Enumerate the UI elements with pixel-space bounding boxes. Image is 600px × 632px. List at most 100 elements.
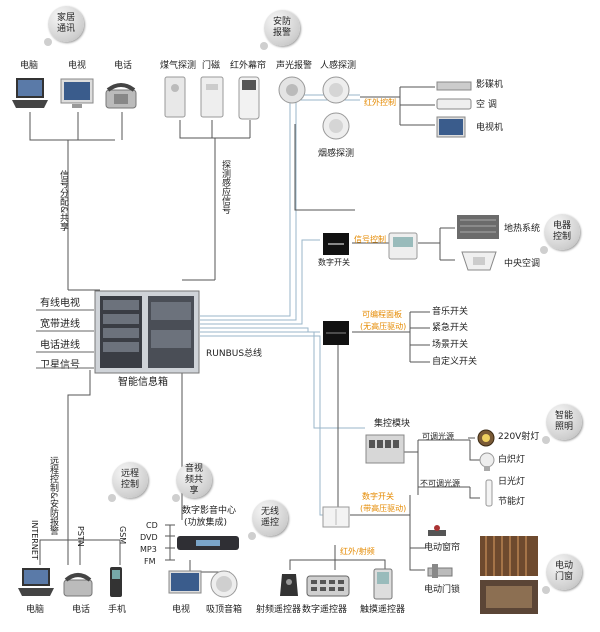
center-line-3: 卫星信号 [40, 360, 80, 371]
security-bubble: 安防报警 [260, 10, 300, 50]
spotlight-icon [477, 429, 495, 447]
curtain-motor-icon [428, 525, 446, 536]
signal-share-label: 信号分配&共享 [58, 170, 68, 232]
digital-remote-icon [306, 575, 350, 597]
info-box-label: 智能信息箱 [118, 377, 168, 388]
panel-item-2: 场景开关 [432, 340, 469, 350]
lines-bracket [36, 309, 94, 369]
panel-item-0: 音乐开关 [432, 307, 469, 317]
computer-label: 电脑 [20, 61, 39, 71]
door-item-0: 电动窗帘 [424, 543, 461, 553]
light-item-2: 日光灯 [498, 477, 526, 487]
central-module-icon [365, 434, 405, 464]
av-tv-icon [168, 570, 202, 594]
bus-label: RUNBUS总线 [206, 349, 263, 359]
mobile-phone-icon [110, 567, 122, 597]
remote-laptop-icon [18, 568, 54, 596]
signal-item-0: 地热系统 [504, 224, 541, 234]
panel-item-1: 紧急开关 [432, 323, 469, 333]
remote-device-2: 手机 [108, 605, 127, 615]
security-title: 安防报警 [272, 17, 291, 38]
remote-line-0: INTERNET [30, 520, 39, 560]
incandescent-icon [479, 452, 495, 471]
home-comm-bubble: 家居通讯 [44, 6, 84, 46]
pir-detector-icon [322, 76, 350, 104]
gas-detector-icon [164, 76, 186, 118]
av-share-bubble: 音视频共享 [172, 462, 212, 502]
digital-switch-icon [323, 233, 349, 255]
lighting-switch-sub: (带高压驱动) [360, 504, 407, 513]
wireless-bubble: 无线遥控 [248, 500, 288, 540]
wireless-hub-icon [322, 506, 350, 528]
sound-light-label: 声光报警 [276, 61, 313, 71]
central-ac-icon [461, 251, 497, 271]
av-source-2: MP3 [140, 545, 157, 554]
remote-title: 远程控制 [120, 469, 139, 490]
ir-item-2: 电视机 [476, 123, 504, 133]
door-window-bubble: 电动门窗 [542, 554, 582, 594]
ac-unit-icon [436, 98, 472, 110]
center-line-1: 宽带进线 [40, 319, 80, 330]
door-item-1: 电动门锁 [424, 585, 461, 595]
light-item-0: 220V射灯 [498, 432, 540, 442]
wireless-device-0: 射频遥控器 [256, 605, 302, 615]
detect-signal-label: 探测感应信号 [220, 160, 230, 214]
signal-switch-label: 数字开关 [318, 258, 350, 267]
lighting-title: 智能照明 [554, 411, 573, 432]
curtain-photo-icon [480, 536, 538, 576]
touch-remote-icon [373, 568, 393, 600]
av-amplifier-icon [177, 536, 239, 550]
gas-label: 煤气探测 [160, 61, 197, 71]
wireless-device-1: 数字遥控器 [302, 605, 348, 615]
door-window-title: 电动门窗 [554, 561, 573, 582]
door-sensor-label: 门磁 [202, 61, 221, 71]
door-sensor-icon [200, 76, 224, 118]
dim-source-label: 可调光源 [422, 432, 454, 441]
tv-icon [60, 78, 94, 108]
center-line-2: 电话进线 [40, 340, 80, 351]
thermostat-icon [388, 232, 418, 260]
tv-set-icon [436, 116, 466, 138]
signal-item-1: 中央空调 [504, 259, 541, 269]
ir-control-label: 红外控制 [364, 98, 396, 107]
ir-item-1: 空 调 [476, 100, 497, 110]
light-item-1: 白炽灯 [498, 455, 526, 465]
nodim-source-label: 不可调光源 [420, 479, 460, 488]
info-box-icon [94, 290, 200, 374]
av-center-sub: (功放集成) [184, 518, 228, 528]
tv-label: 电视 [68, 61, 87, 71]
panel-item-3: 自定义开关 [432, 357, 478, 367]
door-lock-icon [427, 564, 453, 578]
ir-item-0: 影碟机 [476, 80, 504, 90]
wireless-title: 无线遥控 [260, 507, 279, 528]
lighting-switch-label: 数字开关 [362, 492, 394, 501]
floor-heating-icon [457, 215, 499, 239]
av-source-3: FM [144, 557, 156, 566]
ir-curtain-label: 红外幕帘 [230, 61, 267, 71]
home-comm-title: 家居通讯 [56, 13, 75, 34]
dvd-player-icon [436, 81, 472, 91]
av-device-1: 吸顶音箱 [206, 605, 243, 615]
ir-curtain-icon [238, 76, 260, 120]
smoke-label: 烟感探测 [318, 149, 355, 159]
av-device-0: 电视 [172, 605, 191, 615]
av-source-1: DVD [140, 533, 158, 542]
programmable-panel-sub: (无高压驱动) [360, 322, 407, 331]
remote-line-1: PSTN [76, 526, 85, 547]
center-line-0: 有线电视 [40, 298, 80, 309]
fluorescent-icon [485, 479, 493, 507]
phone-label: 电话 [114, 61, 133, 71]
rf-remote-icon [280, 574, 298, 596]
remote-alarm-label: 远程控制&安防报警 [48, 456, 58, 536]
remote-device-1: 电话 [72, 605, 91, 615]
remote-line-2: GSM [118, 526, 127, 545]
remote-phone-icon [63, 573, 93, 597]
laptop-icon [12, 78, 48, 108]
programmable-panel-icon [323, 321, 349, 345]
motor-door-photo-icon [480, 580, 538, 614]
av-center-label: 数字影音中心 [182, 506, 237, 516]
ceiling-speaker-icon [210, 570, 238, 598]
sound-light-alarm-icon [278, 76, 306, 104]
